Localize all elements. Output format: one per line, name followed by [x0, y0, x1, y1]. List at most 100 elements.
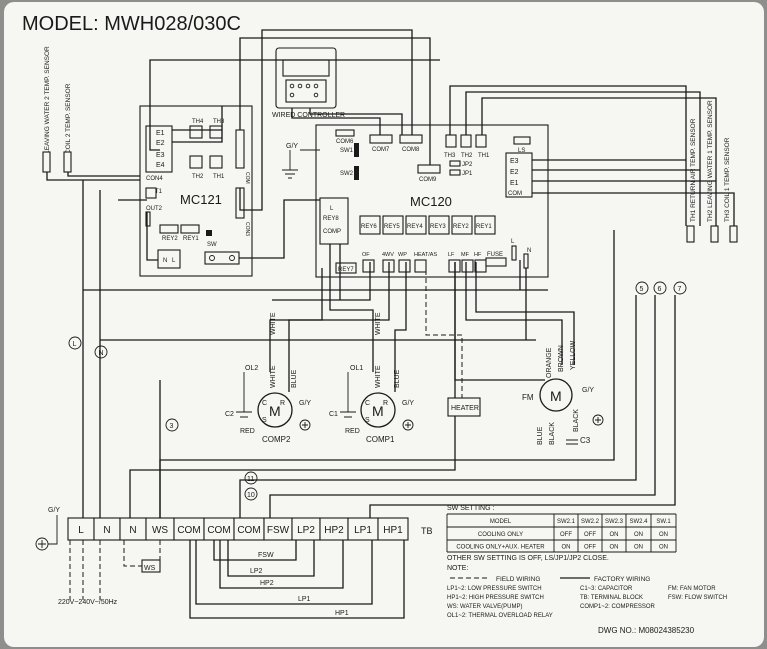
- circled-marker: [165, 418, 179, 432]
- fan-name: FM: [522, 393, 534, 402]
- mc121-th1: TH1: [213, 174, 225, 180]
- mc120-th3: TH3: [444, 153, 456, 159]
- sensor-th3-label: TH3 COIL 1 TEMP. SENSOR: [724, 137, 731, 222]
- sw-setting-title: SW SETTING :: [447, 505, 495, 512]
- mc120-fuse: FUSE: [487, 252, 503, 258]
- circled-marker: [94, 345, 108, 359]
- mc120-com9: COM9: [419, 177, 437, 183]
- ground-left-gy: G/Y: [48, 507, 60, 514]
- mc121-th3: TH3: [213, 119, 225, 125]
- field-wiring: 220V~240V~/50Hz WS FSW LP2 HP2 LP1 HP1: [58, 540, 405, 619]
- mc120-relay-box: [474, 215, 496, 235]
- mc120-com6: COM6: [336, 139, 354, 145]
- sw-cell: OFF: [584, 545, 596, 551]
- sw-header-cell: MODEL: [490, 519, 512, 525]
- sensor-th5-label: TH5 COIL 2 TEMP. SENSOR: [65, 83, 72, 168]
- circled-marker: [653, 281, 667, 295]
- comp2-red: RED: [240, 428, 255, 435]
- mc120-output-box: [398, 259, 411, 273]
- legend-item: FSW: FLOW SWITCH: [668, 595, 727, 601]
- comp1-cap: C1: [329, 411, 338, 418]
- mc120-output-box: [362, 259, 375, 273]
- legend-item: HP1~2: HIGH PRESSURE SWITCH: [447, 595, 544, 601]
- mc120-relay-label: REY4: [407, 224, 423, 230]
- legend: FIELD WIRING FACTORY WIRING LP1~2: LOW P…: [447, 576, 727, 619]
- fan-wire-orange: ORANGE: [546, 347, 553, 378]
- mc120-relay-box: [451, 215, 473, 235]
- comp2-blue: BLUE: [291, 369, 298, 388]
- mc120-relay-label: REY2: [453, 224, 469, 230]
- compressor-1: M C R S COMP1 OL1 C1 RED WHITE WHITE BLU…: [329, 312, 414, 444]
- sw-cell: ON: [659, 532, 668, 538]
- circled-marker-label: 6: [658, 286, 662, 293]
- sw-cell: OFF: [584, 532, 596, 538]
- legend-factory: FACTORY WIRING: [594, 576, 650, 583]
- fan-motor: M FM C3 G/Y ORANGE BROWN YELLOW BLUE BLA…: [522, 340, 604, 445]
- wired-controller: WIRED CONTROLLER: [272, 47, 345, 119]
- mc120-rey7: REY7: [338, 267, 354, 273]
- mc120-e2: E2: [510, 169, 519, 176]
- tb-terminal: [377, 517, 409, 541]
- comp1-r: R: [383, 400, 388, 407]
- mc121-e4: E4: [156, 162, 165, 169]
- legend-item: FM: FAN MOTOR: [668, 586, 716, 592]
- ground-top-gy: G/Y: [286, 143, 298, 150]
- heater: HEATER: [447, 397, 481, 417]
- tb-terminal-label: COM: [237, 525, 260, 536]
- mc121-e3: E3: [156, 152, 165, 159]
- sw-cell: ON: [634, 545, 643, 551]
- circled-marker-label: 5: [640, 286, 644, 293]
- ws-label: WS: [144, 565, 156, 572]
- sensor-th3-probe: [729, 225, 738, 243]
- mc121-rey1: REY1: [183, 236, 199, 242]
- sw-cell: COOLING ONLY+AUX. HEATER: [456, 545, 545, 551]
- comp1-s: S: [365, 417, 370, 424]
- switch-hp2-label: HP2: [260, 580, 274, 587]
- tb-terminal-label: HP2: [324, 525, 344, 536]
- fan-wire-blue: BLUE: [537, 426, 544, 445]
- sw-cell: COOLING ONLY: [478, 532, 523, 538]
- mc121-com: COM: [244, 172, 250, 184]
- circled-marker-label: 7: [678, 286, 682, 293]
- mc120-output-label: WP: [398, 252, 407, 258]
- comp2-gy: G/Y: [299, 400, 311, 407]
- mc120-sw1: SW1: [340, 148, 354, 154]
- mc120-com8: COM8: [402, 147, 420, 153]
- comp2-white: WHITE: [270, 312, 277, 335]
- circled-marker-label: N: [99, 350, 104, 357]
- mc121-th2: TH2: [192, 174, 204, 180]
- sw-cell: ON: [610, 532, 619, 538]
- mc120-rey8: REY8: [323, 216, 339, 222]
- fan-m: M: [550, 388, 562, 404]
- mc121-title: MC121: [180, 192, 222, 207]
- mc120-relay-label: REY6: [361, 224, 377, 230]
- mc120-rey8-comp: COMP: [323, 229, 341, 235]
- mc121-out2: OUT2: [146, 206, 163, 212]
- mc120-th2: TH2: [461, 153, 473, 159]
- mc120-jp1: JP1: [462, 171, 473, 177]
- mc121-e1: E1: [156, 130, 165, 137]
- comp1-blue: BLUE: [394, 369, 401, 388]
- mc121-sw: SW: [207, 242, 217, 248]
- legend-item: TB: TERMINAL BLOCK: [580, 595, 643, 601]
- comp1-white: WHITE: [375, 312, 382, 335]
- comp1-red: RED: [345, 428, 360, 435]
- mc120-output-label: LF: [448, 252, 455, 258]
- circled-marker: [68, 336, 82, 350]
- comp2-name: COMP2: [262, 435, 291, 444]
- circled-marker: [635, 281, 649, 295]
- fan-wire-black-2: BLACK: [573, 409, 580, 432]
- mc120-output-box: [414, 259, 427, 273]
- mc120-rey8-l: L: [330, 206, 334, 212]
- circled-marker-label: 10: [247, 492, 255, 499]
- model-title: MODEL: MWH028/030C: [22, 13, 241, 35]
- mc121-e2: E2: [156, 140, 165, 147]
- comp2-r: R: [280, 400, 285, 407]
- sw-cell: OFF: [560, 532, 572, 538]
- legend-field: FIELD WIRING: [496, 576, 540, 583]
- tb-terminal-label: N: [103, 525, 110, 536]
- tb-terminal-label: COM: [207, 525, 230, 536]
- sw-cell: ON: [634, 532, 643, 538]
- sensor-th4-probe: [42, 151, 51, 173]
